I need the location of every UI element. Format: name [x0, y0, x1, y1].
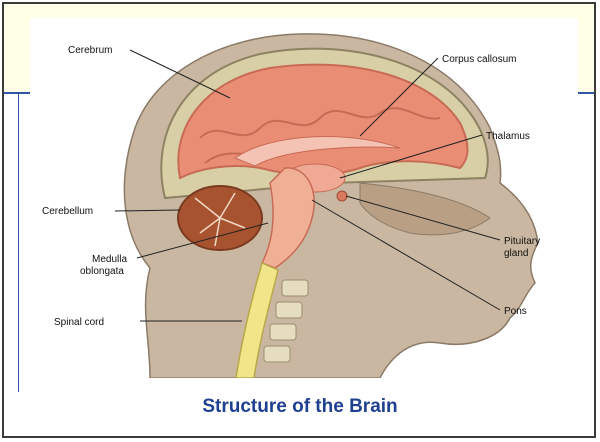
label-medulla-line2: oblongata	[80, 266, 124, 277]
label-cerebrum: Cerebrum	[68, 45, 112, 56]
label-cerebellum: Cerebellum	[42, 206, 93, 217]
label-pituitary-line1: Pituitary	[504, 236, 540, 247]
brain-diagram-svg: Cerebrum Corpus callosum Thalamus Cerebe…	[30, 18, 578, 378]
label-medulla-line1: Medulla	[92, 254, 127, 265]
brain-illustration: Cerebrum Corpus callosum Thalamus Cerebe…	[30, 18, 578, 378]
label-pons: Pons	[504, 306, 527, 317]
slide-accent-vertical	[18, 92, 19, 392]
label-pituitary-line2: gland	[504, 248, 528, 259]
label-corpus-callosum: Corpus callosum	[442, 54, 516, 65]
label-spinal-cord: Spinal cord	[54, 317, 104, 328]
pituitary-shape	[337, 191, 347, 201]
label-thalamus: Thalamus	[486, 131, 530, 142]
slide-caption: Structure of the Brain	[0, 396, 600, 418]
